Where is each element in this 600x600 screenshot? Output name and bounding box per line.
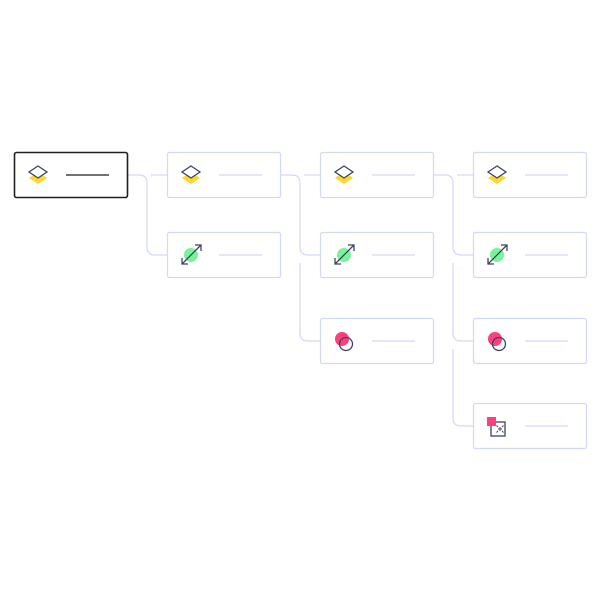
connector — [146, 183, 167, 256]
connector — [452, 349, 473, 427]
tree-node[interactable] — [472, 151, 588, 199]
layers-icon — [27, 165, 49, 184]
outline-circle — [491, 336, 507, 352]
tree-node[interactable] — [472, 402, 588, 450]
tree-node[interactable] — [166, 151, 282, 199]
connector — [434, 174, 454, 184]
connector — [452, 263, 473, 342]
tree-node[interactable] — [472, 317, 588, 365]
tree-node[interactable] — [319, 151, 435, 199]
layers-icon — [486, 165, 508, 184]
connector — [128, 174, 148, 184]
connector — [452, 183, 473, 256]
resize-arrows — [181, 244, 202, 265]
spark — [496, 425, 504, 433]
layers-icon — [180, 165, 202, 184]
layer-top — [27, 165, 49, 179]
resize-arrows — [487, 244, 508, 265]
outline-circle — [338, 336, 354, 352]
tree-node[interactable] — [472, 231, 588, 279]
resize-arrows — [334, 244, 355, 265]
connector-group — [128, 174, 167, 256]
circles-icon — [488, 332, 507, 352]
connector-group — [281, 174, 320, 342]
layer-top — [486, 165, 508, 179]
root-node[interactable] — [13, 151, 129, 199]
connector — [299, 263, 320, 342]
resize-icon — [181, 244, 202, 265]
square-spark-icon — [487, 417, 506, 437]
tree-node[interactable] — [319, 317, 435, 365]
resize-icon — [487, 244, 508, 265]
layers-icon — [333, 165, 355, 184]
circles-icon — [335, 332, 354, 352]
resize-icon — [334, 244, 355, 265]
connector-group — [434, 174, 473, 427]
layer-top — [180, 165, 202, 179]
pink-square — [487, 417, 496, 426]
connector — [299, 183, 320, 256]
connector — [281, 174, 301, 184]
tree-node[interactable] — [166, 231, 282, 279]
tree-node[interactable] — [319, 231, 435, 279]
layer-top — [333, 165, 355, 179]
